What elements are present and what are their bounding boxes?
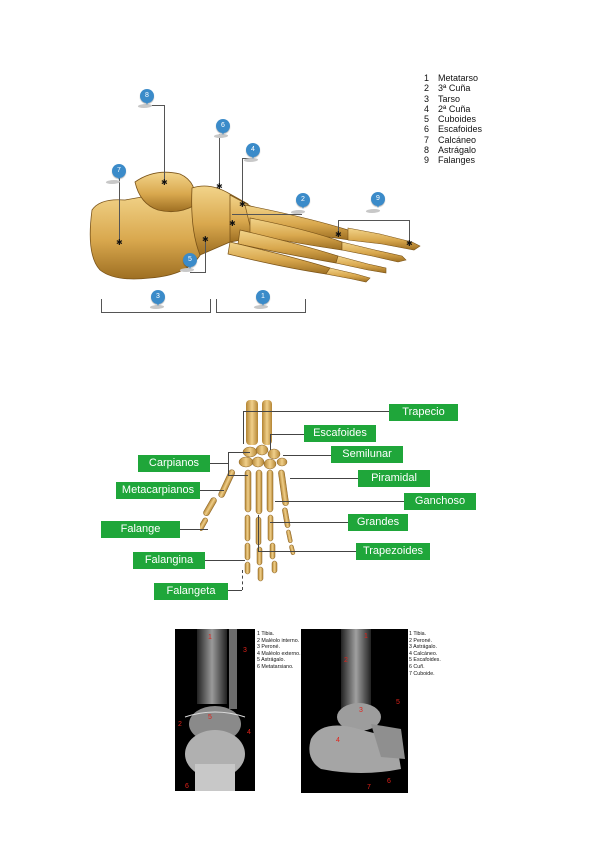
pin-5: 5	[183, 253, 197, 269]
foot-legend-text: 2ª Cuña	[438, 103, 471, 114]
marker-x: ✱	[202, 235, 209, 244]
label-trapezoides: Trapezoides	[356, 543, 430, 560]
foot-legend-text: Metatarso	[438, 73, 479, 83]
xray-legend-item: 6 Cuñ.	[409, 663, 425, 670]
marker-x: ✱	[406, 239, 413, 248]
foot-legend-item: 3 Tarso	[424, 94, 524, 104]
xray-legend-item: 2 Peroné.	[409, 637, 432, 644]
label-falangina: Falangina	[133, 552, 205, 569]
marker-x: ✱	[335, 230, 342, 239]
xray-front-marker-5: 5	[208, 714, 212, 721]
foot-legend-number: 7	[424, 134, 430, 145]
xray-legend-item: 4 Calcáneo.	[409, 650, 438, 657]
foot-legend-text: Calcáneo	[438, 134, 477, 145]
xray-front-marker-4: 4	[247, 729, 251, 736]
pin-4: 4	[246, 143, 260, 159]
pin-3: 3	[151, 290, 165, 306]
foot-legend-number: 4	[424, 103, 430, 114]
foot-legend-number: 2	[424, 83, 430, 94]
label-trapecio: Trapecio	[389, 404, 458, 421]
foot-legend-item: 5 Cuboides	[424, 114, 524, 124]
foot-legend-item: 8 Astrágalo	[424, 145, 524, 155]
foot-bones-illustration	[89, 171, 421, 283]
foot-legend: 1 Metatarso 2 3ª Cuña 3 Tarso 4 2ª Cuña 5 Cuboide…	[424, 73, 524, 166]
label-escafoides: Escafoides	[304, 425, 376, 442]
xray-legend-item: 3 Peroné.	[257, 644, 280, 651]
pin-6: 6	[216, 119, 230, 135]
foot-legend-item: 6 Escafoides	[424, 124, 524, 134]
label-falangeta: Falangeta	[154, 583, 228, 600]
foot-legend-number: 8	[424, 145, 430, 156]
xray-side-legend: 1 Tibia.2 Peroné.3 Astrágalo.4 Calcáneo.…	[409, 631, 441, 677]
pin-7: 7	[112, 164, 126, 180]
pin-8: 8	[140, 89, 154, 105]
marker-x: ✱	[239, 200, 246, 209]
xray-legend-item: 3 Astrágalo.	[409, 644, 437, 651]
foot-diagram: ✱ ✱ ✱ ✱ ✱ ✱ ✱ ✱ 8 6 4 7 2 9 5 3 1 1 Metat…	[0, 0, 599, 340]
pin-1: 1	[256, 290, 270, 306]
xray-side-marker-7: 7	[367, 784, 371, 791]
foot-legend-text: Cuboides	[438, 114, 477, 125]
xray-front-marker-6: 6	[185, 783, 189, 790]
xray-legend-item: 1 Tibia.	[257, 631, 275, 637]
foot-legend-text: Astrágalo	[438, 145, 477, 156]
foot-legend-number: 9	[424, 155, 430, 166]
foot-legend-text: Tarso	[438, 93, 461, 104]
label-piramidal: Piramidal	[358, 470, 430, 487]
xray-legend-item: 5 Escafoides.	[409, 657, 441, 664]
label-semilunar: Semilunar	[331, 446, 403, 463]
foot-legend-number: 3	[424, 93, 430, 104]
xray-front-marker-1: 1	[208, 634, 212, 641]
hand-bones-illustration	[200, 400, 296, 582]
xray-side-marker-2: 2	[344, 657, 348, 664]
xray-side-image: 1 2 3 5 4 7 6	[301, 629, 408, 793]
xray-side-marker-1: 1	[364, 633, 368, 640]
label-carpianos: Carpianos	[138, 455, 210, 472]
marker-x: ✱	[216, 182, 223, 191]
xray-side-marker-5: 5	[396, 699, 400, 706]
foot-legend-text: Escafoides	[438, 124, 483, 135]
foot-legend-number: 5	[424, 114, 430, 125]
pin-9: 9	[371, 192, 385, 208]
xray-legend-item: 1 Tibia.	[409, 631, 427, 637]
foot-legend-text: 3ª Cuña	[438, 83, 471, 94]
xray-front-legend: 1 Tibia.2 Maléolo interno.3 Peroné.4 Mal…	[257, 631, 301, 671]
label-grandes: Grandes	[348, 514, 408, 531]
pin-2: 2	[296, 193, 310, 209]
label-metacarpianos: Metacarpianos	[116, 482, 200, 499]
foot-legend-item: 7 Calcáneo	[424, 135, 524, 145]
xray-legend-item: 2 Maléolo interno.	[257, 637, 300, 644]
xray-legend-item: 5 Astrágalo.	[257, 657, 285, 664]
foot-legend-number: 1	[424, 73, 430, 83]
marker-x: ✱	[229, 219, 236, 228]
xray-front-marker-3: 3	[243, 647, 247, 654]
foot-legend-text: Falanges	[438, 155, 476, 166]
xray-side-marker-6: 6	[387, 778, 391, 785]
xray-legend-item: 7 Cuboide.	[409, 670, 435, 677]
xray-side-marker-4: 4	[336, 737, 340, 744]
foot-legend-item: 9 Falanges	[424, 155, 524, 165]
xray-legend-item: 6 Metatarsiano.	[257, 663, 294, 670]
label-falange: Falange	[101, 521, 180, 538]
xray-front-marker-2: 2	[178, 721, 182, 728]
foot-legend-number: 6	[424, 124, 430, 135]
marker-x: ✱	[116, 238, 123, 247]
label-ganchoso: Ganchoso	[404, 493, 476, 510]
xray-front-image: 1 3 2 5 4 6	[175, 629, 255, 791]
foot-legend-item: 2 3ª Cuña	[424, 83, 524, 93]
marker-x: ✱	[161, 178, 168, 187]
xray-side-marker-3: 3	[359, 707, 363, 714]
foot-legend-item: 1 Metatarso	[424, 73, 524, 83]
xray-legend-item: 4 Maléolo externo.	[257, 650, 301, 657]
foot-legend-item: 4 2ª Cuña	[424, 104, 524, 114]
